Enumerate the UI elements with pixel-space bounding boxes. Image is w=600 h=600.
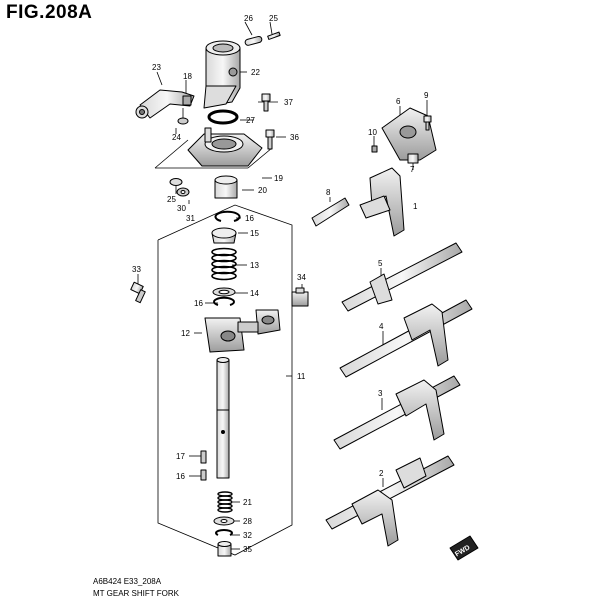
callout-30: 30	[177, 204, 186, 213]
callout-14: 14	[250, 289, 259, 298]
callout-4: 4	[379, 322, 384, 331]
bolt-36	[265, 129, 275, 150]
callout-29: 27	[246, 116, 255, 125]
callout-8: 8	[326, 188, 331, 197]
callout-2: 2	[379, 469, 384, 478]
circlip-16a	[214, 210, 241, 222]
figure-title: FIG.208A	[6, 2, 93, 23]
spring-22	[217, 491, 233, 513]
callout-23: 22	[251, 68, 260, 77]
callout-24: 23	[152, 63, 161, 72]
circlip-16b	[213, 296, 235, 306]
spring-13	[211, 247, 237, 281]
shift-shaft-11	[216, 357, 230, 479]
callout-3: 3	[378, 389, 383, 398]
callout-36: 36	[290, 133, 299, 142]
callout-number-labels: 26 25 22 23 18 37 27 24 36 19 20 25 30 3…	[132, 14, 429, 554]
callout-31: 31	[186, 214, 195, 223]
callout-12: 12	[181, 329, 190, 338]
cap-15	[211, 227, 237, 244]
callout-13: 13	[250, 261, 259, 270]
shift-fork-1	[359, 167, 405, 237]
callout-11: 11	[297, 372, 306, 381]
callout-27: 25	[269, 14, 278, 23]
clip-32	[215, 529, 233, 536]
plug-34	[291, 287, 309, 307]
component-illustrations: FWD	[130, 31, 479, 561]
washer-30	[176, 187, 190, 197]
figure-code: A6B424 E33_208A	[93, 577, 162, 586]
callout-33: 33	[132, 265, 141, 274]
callout-15: 15	[250, 229, 259, 238]
callout-6: 6	[396, 97, 401, 106]
washer-25b	[169, 178, 183, 186]
bracket-6	[381, 107, 437, 161]
callout-28: 26	[244, 14, 253, 23]
shift-lever-12	[204, 309, 281, 353]
callout-19: 18	[183, 72, 192, 81]
rod-8	[311, 197, 350, 227]
bolt-9	[423, 115, 432, 131]
callout-35: 35	[243, 545, 252, 554]
figure-caption: MT GEAR SHIFT FORK	[93, 589, 179, 598]
callout-21: 20	[258, 186, 267, 195]
pin-10	[371, 145, 378, 153]
callout-18: 17	[176, 452, 185, 461]
callout-37: 37	[284, 98, 293, 107]
callout-5: 5	[378, 259, 383, 268]
select-lever-24	[135, 89, 195, 119]
bolt-37	[261, 93, 271, 112]
callout-7: 7	[410, 165, 415, 174]
callout-25a: 24	[172, 133, 181, 142]
pin-18	[200, 450, 207, 464]
fork-shaft-3	[333, 375, 461, 450]
fork-shaft-2	[325, 455, 455, 547]
bolt-33	[130, 281, 146, 304]
callout-9: 9	[424, 91, 429, 100]
washer-25a	[177, 117, 189, 125]
callout-16b: 16	[194, 299, 203, 308]
washer-14	[212, 287, 236, 297]
callout-10: 10	[368, 128, 377, 137]
fork-shaft-5	[341, 242, 463, 312]
callout-1: 1	[413, 202, 418, 211]
bushing-7	[407, 153, 419, 164]
bushing-35	[217, 541, 232, 557]
pin-19	[182, 95, 192, 106]
callout-16a: 16	[245, 214, 254, 223]
callout-17: 16	[176, 472, 185, 481]
o-ring-29	[207, 109, 239, 125]
callout-22: 21	[243, 498, 252, 507]
callout-20: 19	[274, 174, 283, 183]
pin-28	[244, 35, 263, 46]
callout-34: 34	[297, 273, 306, 282]
pin-17	[200, 469, 207, 481]
callout-26: 28	[243, 517, 252, 526]
pin-27	[267, 31, 281, 40]
shift-cap-23	[203, 40, 241, 109]
fork-shaft-4	[339, 299, 473, 378]
shift-housing-20	[187, 127, 263, 167]
callout-32: 32	[243, 531, 252, 540]
forward-direction-icon: FWD	[449, 535, 479, 561]
callout-25b: 25	[167, 195, 176, 204]
bushing-21	[214, 175, 238, 199]
washer-26	[213, 516, 235, 526]
